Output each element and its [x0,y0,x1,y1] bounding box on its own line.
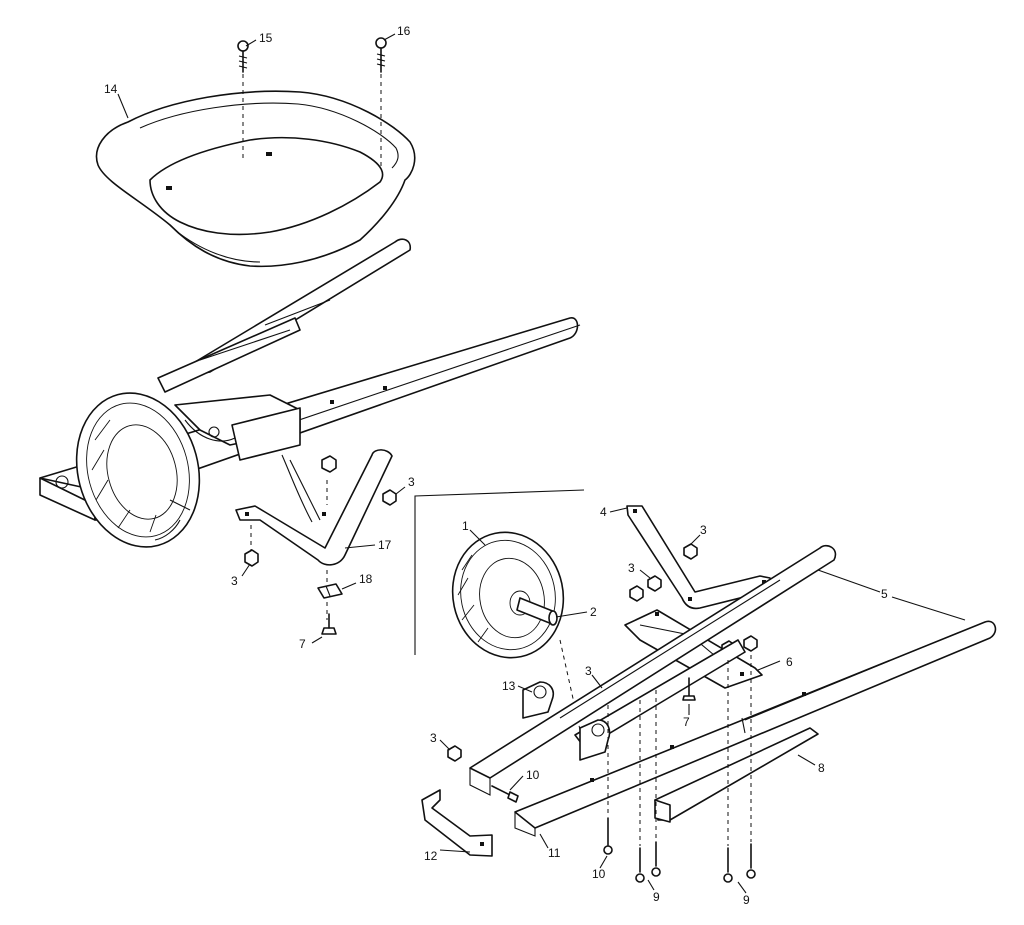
callout-1: 1 [462,519,469,533]
bolt-10-side [491,785,519,803]
nut-3-g [447,745,462,762]
bracket-18 [317,583,343,599]
bearing-part-13-b [579,719,611,761]
bolt-7-right [682,677,696,701]
leader-lines [117,33,966,894]
callout-9: 9 [653,890,660,904]
wheel-part-1 [451,531,565,659]
callout-3: 3 [628,561,635,575]
callout-labels: 15 16 14 3 3 17 18 7 1 2 4 3 3 5 6 13 3 … [104,24,888,907]
bolts-9-left [635,841,661,883]
bolt-15 [237,40,249,73]
handle-part-5-upper [469,544,837,796]
front-bracket-part-12 [421,789,493,857]
bolt-10-lower [603,817,613,855]
callout-16: 16 [397,24,411,38]
nut-3-e [743,635,758,652]
leg-brace-part-4 [626,505,773,610]
nut-3-right [382,489,397,506]
callout-8: 8 [818,761,825,775]
handle-part-5-lower [514,620,997,837]
callout-3: 3 [585,664,592,678]
callout-9: 9 [743,893,750,907]
callout-7: 7 [299,637,306,651]
tray-part-14 [95,90,416,268]
nut-3-a [683,543,698,560]
callout-10: 10 [592,867,606,881]
axle-part-2 [516,597,558,626]
callout-3: 3 [231,574,238,588]
nut-3-c [629,585,644,602]
leg-brace-17 [235,449,393,566]
callout-3: 3 [700,523,707,537]
callout-17: 17 [378,538,392,552]
nut-3-b [647,575,662,592]
assembled-wheelbarrow [39,238,581,548]
callout-4: 4 [600,505,607,519]
callout-10: 10 [526,768,540,782]
nut-3-lower-left [244,549,259,567]
callout-7: 7 [683,715,690,729]
callout-2: 2 [590,605,597,619]
callout-13: 13 [502,679,516,693]
callout-5: 5 [881,587,888,601]
bearing-part-13-a [522,681,555,719]
bolt-16 [375,37,387,73]
callout-11: 11 [548,846,561,860]
callout-3: 3 [430,731,437,745]
callout-18: 18 [359,572,373,586]
callout-3: 3 [408,475,415,489]
nut-3-upper [321,455,337,473]
callout-14: 14 [104,82,118,96]
bolt-7-left [321,613,337,635]
callout-12: 12 [424,849,438,863]
callout-15: 15 [259,31,273,45]
bolts-9-right [723,843,756,883]
callout-6: 6 [786,655,793,669]
tray-support-part-8 [654,727,819,823]
